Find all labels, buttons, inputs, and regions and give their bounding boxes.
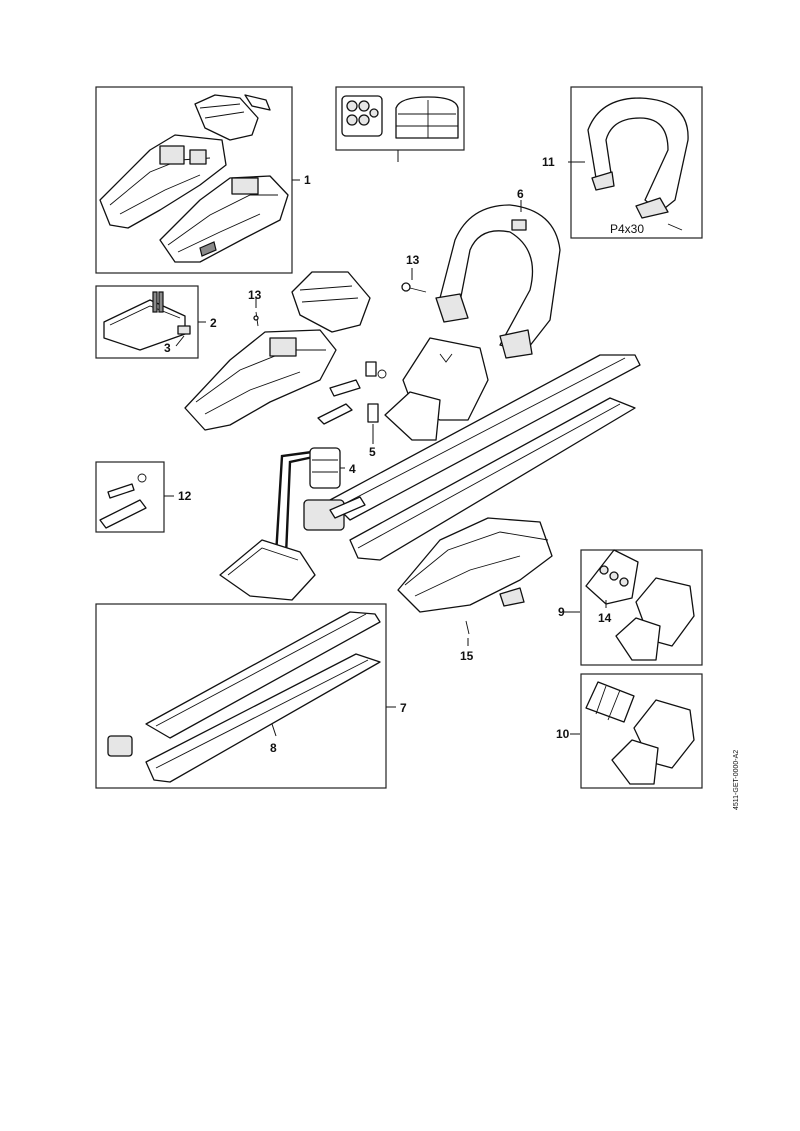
- guard-label-box: 9 14: [558, 549, 703, 666]
- right-housing: 15: [397, 517, 553, 663]
- callout-2: 2: [210, 316, 217, 330]
- main-hedge-blade: [329, 354, 641, 561]
- blade-guard-upper: [384, 337, 489, 441]
- callout-7: 7: [400, 701, 407, 715]
- screw-13-right: 13: [401, 253, 427, 293]
- guard-box: 10: [556, 673, 703, 789]
- screw-size-label: P4x30: [610, 222, 644, 236]
- callout-9: 9: [558, 605, 565, 619]
- callout-13-left: 13: [248, 288, 262, 302]
- callout-6: 6: [517, 187, 524, 201]
- callout-12: 12: [178, 489, 192, 503]
- circuit-board: [219, 539, 316, 601]
- board-box: 2 3: [95, 285, 217, 359]
- callout-8: 8: [270, 741, 277, 755]
- document-reference: 4511-GET-0000-A2: [733, 750, 740, 810]
- callout-11: 11: [542, 155, 555, 169]
- center-housing: [184, 271, 371, 431]
- callout-13-right: 13: [406, 253, 420, 267]
- screw-13-left: 13: [248, 288, 262, 327]
- callout-14: 14: [598, 611, 612, 625]
- callout-3: 3: [164, 341, 171, 355]
- handle-box: 11 P4x30: [542, 86, 703, 239]
- housing-group-box: 1: [95, 86, 311, 274]
- motor-assembly: 4: [274, 447, 366, 556]
- blade-kit-box: 7 8: [95, 603, 407, 789]
- callout-4: 4: [349, 462, 356, 476]
- switch-parts: 5: [317, 361, 387, 459]
- callout-1: 1: [304, 173, 311, 187]
- callout-10: 10: [556, 727, 570, 741]
- callout-15: 15: [460, 649, 474, 663]
- label-cap-box: [335, 86, 465, 162]
- callout-5: 5: [369, 445, 376, 459]
- switch-kit-box: 12: [95, 461, 192, 533]
- handle-part-6: 6: [435, 187, 561, 359]
